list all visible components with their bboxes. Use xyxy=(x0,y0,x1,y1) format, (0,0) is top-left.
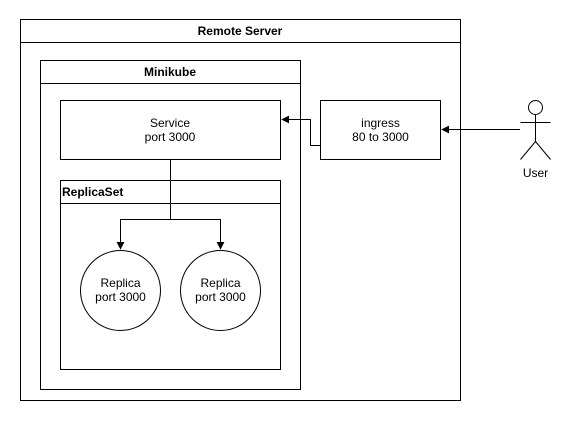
service-to-replicas-connector xyxy=(116,160,225,250)
replica-node-1: Replica port 3000 xyxy=(80,250,161,331)
replica-1-label: Replica xyxy=(100,276,140,290)
service-label: Service xyxy=(150,116,190,130)
ingress-label: ingress xyxy=(361,116,400,130)
replicaset-title: ReplicaSet xyxy=(62,185,123,199)
minikube-title: Minikube xyxy=(144,65,196,79)
ingress-box: ingress 80 to 3000 xyxy=(320,100,441,160)
ingress-to-service-arrow xyxy=(281,115,321,146)
replica-1-port-label: port 3000 xyxy=(95,290,146,304)
replica-node-2: Replica port 3000 xyxy=(180,250,261,331)
replica-2-label: Replica xyxy=(200,276,240,290)
ingress-port-label: 80 to 3000 xyxy=(352,130,409,144)
user-label: User xyxy=(523,166,548,180)
person-icon xyxy=(520,100,551,160)
service-port-label: port 3000 xyxy=(145,130,196,144)
replica-2-port-label: port 3000 xyxy=(195,290,246,304)
service-box: Service port 3000 xyxy=(60,100,281,160)
remote-server-title: Remote Server xyxy=(198,24,283,38)
